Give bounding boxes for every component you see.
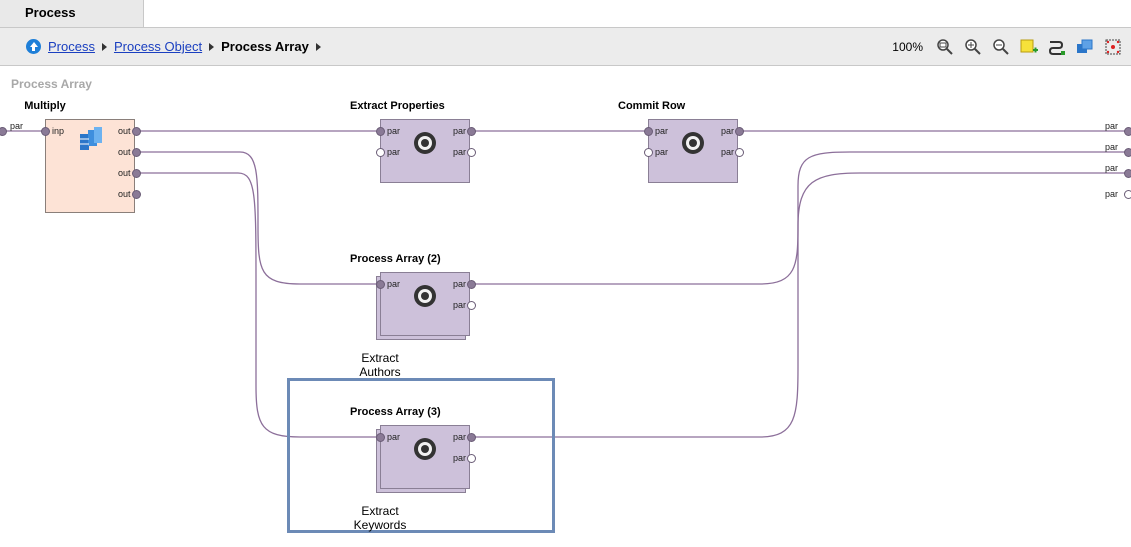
wire-multiply-to-process-array-2 bbox=[140, 151, 376, 285]
input-port[interactable] bbox=[41, 127, 50, 136]
operator-body[interactable]: inp out out out out bbox=[45, 119, 135, 213]
process-output-port[interactable] bbox=[1124, 190, 1131, 199]
process-output-port-label: par bbox=[1105, 142, 1119, 152]
port-label: par bbox=[453, 432, 467, 442]
breadcrumb-dropdown-arrow-icon[interactable] bbox=[315, 42, 321, 51]
multiply-icon bbox=[80, 127, 102, 150]
port-label: par bbox=[387, 126, 401, 136]
wire-multiply-to-process-array-3 bbox=[140, 172, 376, 438]
port-label: out bbox=[118, 189, 131, 199]
toolbar-tools: 100% bbox=[892, 38, 1123, 56]
output-port[interactable] bbox=[132, 169, 141, 178]
canvas-title: Process Array bbox=[11, 77, 92, 91]
subprocess-loop-icon bbox=[414, 132, 436, 154]
wire-process-array-2-to-output bbox=[474, 151, 1126, 285]
breadcrumb-process-array: Process Array bbox=[221, 39, 309, 54]
input-port[interactable] bbox=[376, 280, 385, 289]
operator-subtitle: Extract Keywords bbox=[353, 504, 407, 532]
port-label: out bbox=[118, 126, 131, 136]
wire-process-array-3-to-output bbox=[474, 172, 1126, 438]
selection-highlight bbox=[287, 378, 555, 533]
port-label: par bbox=[387, 147, 401, 157]
connection-wires bbox=[5, 130, 1126, 438]
port-label: par bbox=[453, 279, 467, 289]
input-port[interactable] bbox=[376, 433, 385, 442]
process-output-port-label: par bbox=[1105, 189, 1119, 199]
input-port[interactable] bbox=[644, 148, 653, 157]
output-port[interactable] bbox=[132, 127, 141, 136]
operator-body[interactable]: par par par bbox=[380, 425, 470, 489]
breadcrumb-process-object[interactable]: Process Object bbox=[113, 39, 203, 54]
go-up-icon[interactable] bbox=[26, 39, 41, 54]
tab-strip: Process bbox=[0, 0, 1131, 28]
auto-wire-icon[interactable] bbox=[1047, 38, 1067, 56]
operator-title: Process Array (3) bbox=[350, 406, 441, 418]
process-output-port-label: par bbox=[1105, 121, 1119, 131]
process-output-port[interactable] bbox=[1124, 148, 1131, 157]
input-port[interactable] bbox=[376, 148, 385, 157]
operator-title: Commit Row bbox=[618, 100, 686, 112]
operator-body[interactable]: par par par par bbox=[648, 119, 738, 183]
subprocess-loop-icon bbox=[414, 285, 436, 307]
port-label: out bbox=[118, 147, 131, 157]
process-output-port[interactable] bbox=[1124, 169, 1131, 178]
process-canvas[interactable]: Process Array par par par par par bbox=[0, 66, 1131, 547]
operator-body[interactable]: par par par bbox=[380, 272, 470, 336]
port-label: par bbox=[387, 432, 401, 442]
subprocess-loop-icon bbox=[682, 132, 704, 154]
operator-subtitle: Extract Authors bbox=[359, 351, 401, 379]
output-port[interactable] bbox=[735, 127, 744, 136]
output-port[interactable] bbox=[467, 454, 476, 463]
tab-process[interactable]: Process bbox=[0, 0, 144, 27]
output-port[interactable] bbox=[467, 148, 476, 157]
arrange-operators-icon[interactable] bbox=[1075, 38, 1095, 56]
output-port[interactable] bbox=[467, 433, 476, 442]
breadcrumb: Process Process Object Process Array bbox=[26, 39, 328, 54]
port-label: par bbox=[453, 147, 467, 157]
zoom-out-icon[interactable] bbox=[991, 38, 1011, 56]
process-output-port-label: par bbox=[1105, 163, 1119, 173]
port-label: par bbox=[387, 279, 401, 289]
operator-title: Process Array (2) bbox=[350, 253, 441, 265]
port-label: par bbox=[721, 147, 735, 157]
input-port[interactable] bbox=[644, 127, 653, 136]
output-port[interactable] bbox=[467, 127, 476, 136]
port-label: inp bbox=[52, 126, 65, 136]
port-label: par bbox=[655, 126, 669, 136]
input-port[interactable] bbox=[376, 127, 385, 136]
output-port[interactable] bbox=[467, 301, 476, 310]
breadcrumb-process[interactable]: Process bbox=[48, 39, 95, 54]
operator-title: Extract Properties bbox=[350, 100, 445, 112]
operator-body[interactable]: par par par par bbox=[380, 119, 470, 183]
add-note-icon[interactable] bbox=[1019, 38, 1039, 56]
port-label: par bbox=[453, 126, 467, 136]
output-port[interactable] bbox=[132, 190, 141, 199]
zoom-in-icon[interactable] bbox=[963, 38, 983, 56]
zoom-fit-icon[interactable] bbox=[935, 38, 955, 56]
fit-to-screen-icon[interactable] bbox=[1103, 38, 1123, 56]
zoom-level: 100% bbox=[892, 40, 923, 54]
output-port[interactable] bbox=[132, 148, 141, 157]
breadcrumb-toolbar: Process Process Object Process Array 100… bbox=[0, 28, 1131, 66]
output-port[interactable] bbox=[735, 148, 744, 157]
subprocess-loop-icon bbox=[414, 438, 436, 460]
port-label: out bbox=[118, 168, 131, 178]
breadcrumb-arrow-icon bbox=[101, 42, 107, 51]
process-output-port[interactable] bbox=[1124, 127, 1131, 136]
breadcrumb-arrow-icon bbox=[209, 42, 215, 51]
process-input-port[interactable] bbox=[0, 127, 7, 136]
port-label: par bbox=[655, 147, 669, 157]
port-label: par bbox=[453, 453, 467, 463]
port-label: par bbox=[721, 126, 735, 136]
process-input-port-label: par bbox=[10, 121, 24, 131]
port-label: par bbox=[453, 300, 467, 310]
output-port[interactable] bbox=[467, 280, 476, 289]
operator-title: Multiply bbox=[24, 100, 66, 112]
